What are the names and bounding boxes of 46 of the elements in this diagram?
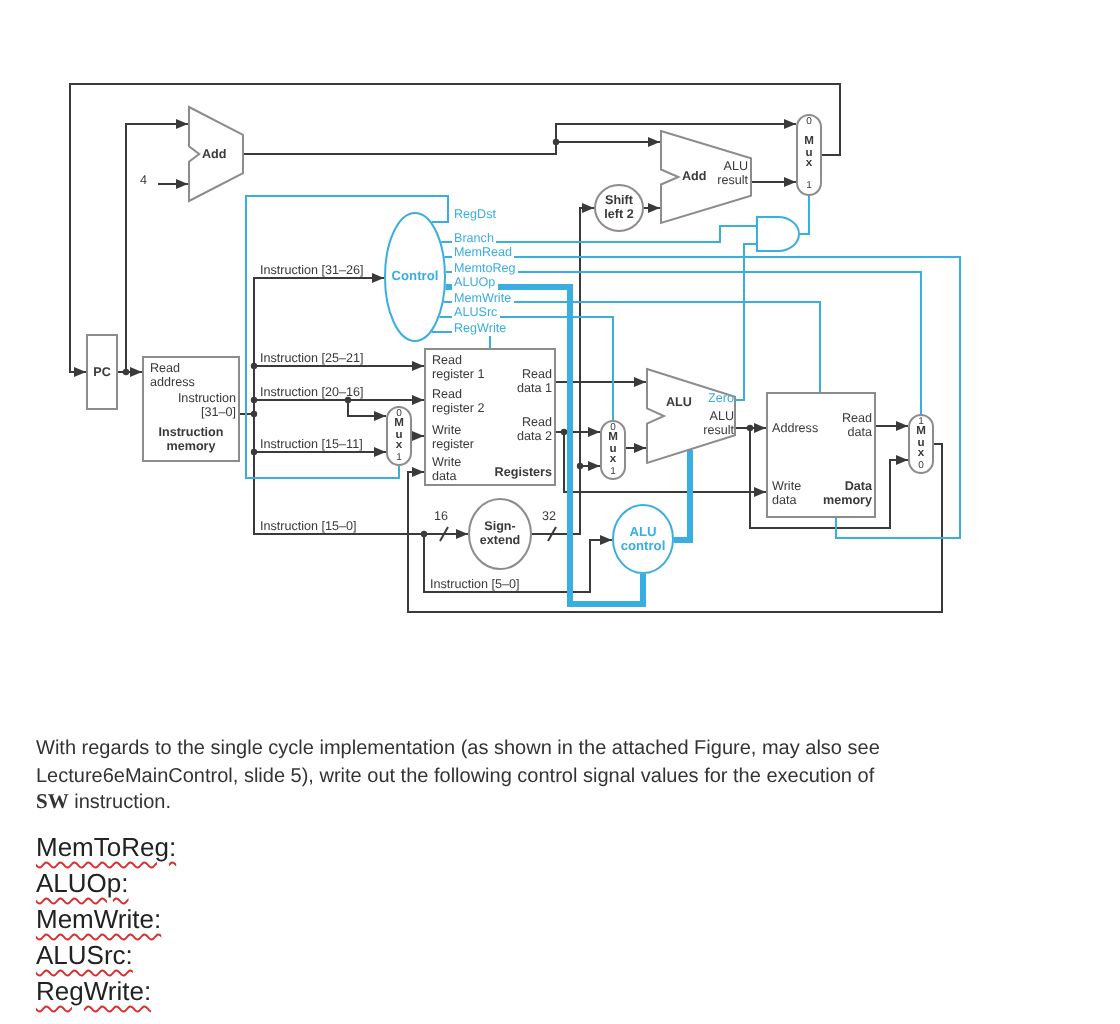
connector-line	[799, 195, 810, 235]
arrow	[555, 377, 647, 387]
arrow	[69, 83, 841, 377]
arrow	[555, 431, 767, 497]
shift-unit-circle	[594, 184, 644, 232]
connector-line	[735, 243, 757, 401]
arrow	[625, 443, 647, 453]
arrow	[243, 137, 661, 155]
arrow	[643, 203, 661, 213]
connector-line	[445, 284, 646, 607]
connector-line	[674, 450, 693, 543]
question-prompt: RegWrite:	[36, 976, 152, 1006]
arrow	[157, 179, 189, 189]
register-box	[86, 334, 118, 410]
adder-shape	[188, 106, 244, 202]
question-prompt: MemToReg:	[36, 832, 177, 862]
multiplexer	[386, 406, 412, 466]
arrow	[411, 431, 425, 441]
branch-adder-shape	[660, 130, 752, 224]
arrow	[239, 413, 613, 593]
connector-line	[445, 271, 922, 415]
question-paragraph: With regards to the single cycle implementation (as shown in the attached Figure, may also see Lecture6eMainControl, slide 5), write out the following control signal values for the execution of SW instruction.	[36, 736, 882, 817]
connector-line	[245, 195, 449, 479]
connector-line	[443, 256, 961, 539]
sign-extend-ellipse	[468, 498, 532, 570]
connector-line	[440, 225, 757, 243]
arrow	[531, 203, 595, 535]
question-prompt: ALUSrc:	[36, 940, 133, 970]
multiplexer	[600, 420, 626, 480]
and-gate	[756, 216, 800, 252]
multiplexer	[796, 114, 822, 196]
question-prompt: MemWrite:	[36, 904, 162, 934]
memory-box	[142, 356, 240, 462]
control-unit-ellipse	[384, 212, 446, 342]
alu-control-circle	[612, 504, 674, 574]
arrow	[735, 427, 909, 529]
arrow	[751, 177, 797, 187]
multiplexer	[908, 414, 934, 474]
connector-line	[438, 316, 614, 421]
register-file-box	[424, 348, 556, 486]
question-prompt: ALUOp:	[36, 868, 129, 898]
arrow	[117, 119, 189, 373]
arrow	[407, 443, 943, 613]
memory-box	[766, 392, 876, 518]
arrow	[875, 421, 909, 431]
alu-shape	[646, 368, 736, 464]
